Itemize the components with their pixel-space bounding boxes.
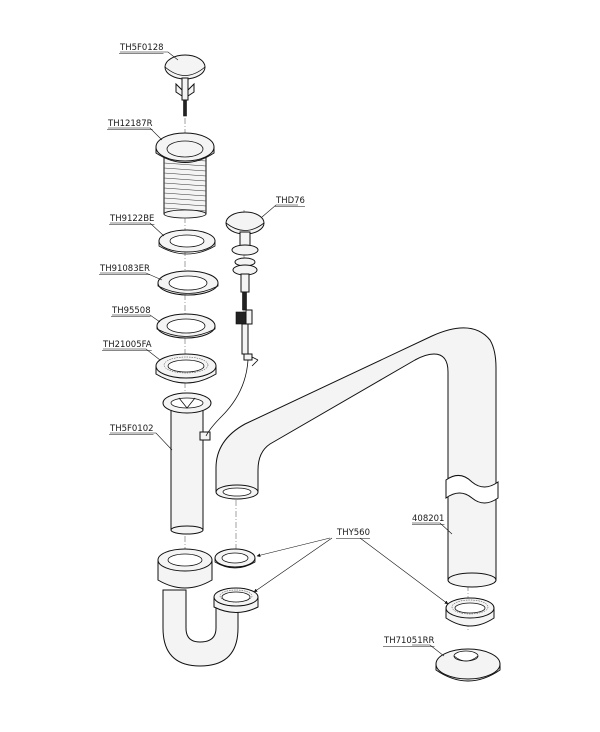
label-THY560: THY560: [336, 528, 370, 538]
part-lift-knob: [225, 211, 265, 367]
label-TH5F0102: TH5F0102: [109, 424, 154, 434]
label-TH71051RR: TH71051RR: [383, 636, 435, 646]
label-THD76: THD76: [275, 196, 305, 206]
linkage-wire: [205, 359, 249, 437]
label-TH21005FA: TH21005FA: [102, 340, 152, 350]
part-slip-washer: [214, 548, 256, 569]
label-TH91083ER: TH91083ER: [99, 264, 150, 274]
part-escutcheon: [435, 648, 501, 682]
part-tailpiece: [162, 392, 212, 535]
part-stopper: [164, 54, 206, 117]
label-408201: 408201: [412, 514, 444, 524]
part-washer-1: [158, 229, 216, 255]
part-nut: [155, 353, 217, 384]
part-washer-3: [156, 313, 216, 339]
part-labels: TH5F0128 TH12187R TH9122BE TH91083ER TH9…: [99, 43, 445, 647]
part-wall-nut: [445, 597, 495, 627]
label-TH12187R: TH12187R: [107, 119, 153, 129]
part-drain-body: [155, 132, 215, 219]
leader-lines: [100, 51, 453, 657]
label-TH9122BE: TH9122BE: [109, 214, 154, 224]
label-TH5F0128: TH5F0128: [119, 43, 164, 53]
part-washer-2: [157, 270, 219, 296]
part-wall-pipe: [215, 327, 499, 588]
label-TH95508: TH95508: [111, 306, 151, 316]
part-trap: [157, 548, 259, 667]
